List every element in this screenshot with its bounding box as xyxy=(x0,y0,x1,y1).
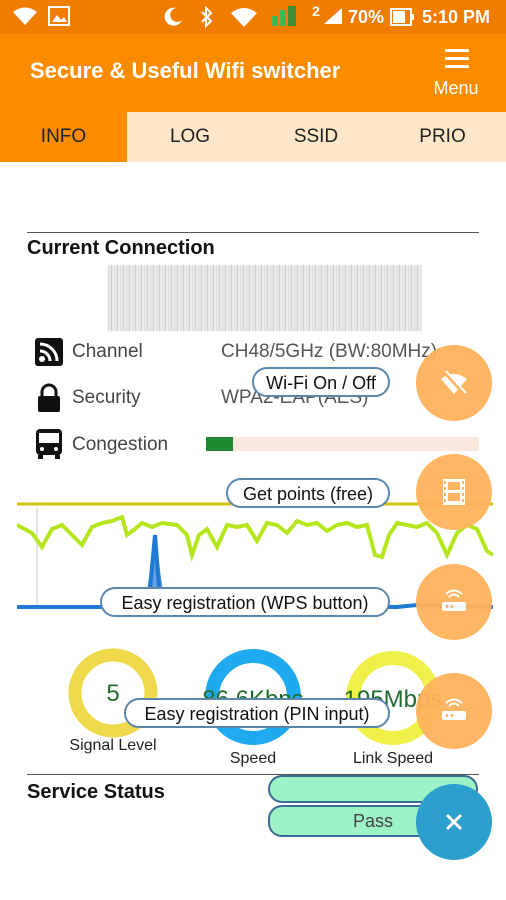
wifi-off-icon xyxy=(441,370,467,397)
battery-icon xyxy=(390,8,414,31)
menu-button[interactable]: Menu xyxy=(406,34,506,112)
security-label: Security xyxy=(72,387,141,408)
app-title: Secure & Useful Wifi switcher xyxy=(30,58,341,83)
signal-icon xyxy=(322,6,344,31)
signal-level-ring xyxy=(68,648,158,738)
signal-level-gauge xyxy=(68,648,158,738)
pin-registration-label[interactable]: Easy registration (PIN input) xyxy=(124,698,390,728)
close-icon xyxy=(445,813,463,831)
congestion-bar xyxy=(206,437,479,451)
service-status-title: Service Status xyxy=(27,781,165,803)
lock-icon xyxy=(34,383,64,413)
status-bar: 2 70% 5:10 PM xyxy=(0,0,506,34)
ssid-redacted xyxy=(108,265,422,331)
wifi-signal-icon xyxy=(230,6,258,33)
close-fab-button[interactable] xyxy=(416,784,492,860)
moon-icon xyxy=(164,6,184,31)
signal-level-value: 5 xyxy=(106,680,120,707)
tab-prio[interactable]: PRIO xyxy=(419,126,466,147)
hamburger-icon xyxy=(445,49,469,73)
network-badge: 2 xyxy=(312,3,320,19)
wps-registration-label[interactable]: Easy registration (WPS button) xyxy=(100,587,390,617)
battery-percent: 70% xyxy=(348,7,385,27)
congestion-bar-fill xyxy=(206,437,234,451)
app-bar: Secure & Useful Wifi switcher Menu xyxy=(0,34,506,112)
congestion-label: Congestion xyxy=(72,434,169,455)
clock: 5:10 PM xyxy=(422,7,491,27)
rss-icon xyxy=(34,337,64,367)
tab-info[interactable]: INFO xyxy=(0,112,127,162)
speed-ring xyxy=(205,649,301,745)
channel-value: CH48/5GHz (BW:80MHz) xyxy=(221,341,438,362)
tab-bar: INFO LOG SSID PRIO xyxy=(0,112,506,162)
image-icon xyxy=(48,6,70,31)
pin-registration-button[interactable] xyxy=(416,673,492,749)
get-points-button[interactable] xyxy=(416,454,492,530)
tab-log[interactable]: LOG xyxy=(169,126,211,147)
bus-icon xyxy=(34,428,64,459)
router-icon xyxy=(442,698,466,720)
signal-level-label: Signal Level xyxy=(69,737,157,754)
get-points-label[interactable]: Get points (free) xyxy=(226,478,390,508)
wifi-toggle-button[interactable] xyxy=(416,345,492,421)
wifi-icon xyxy=(12,6,38,31)
network-activity-icon xyxy=(268,2,304,35)
speed-gauge xyxy=(205,649,301,745)
link-speed-label: Link Speed xyxy=(352,750,434,767)
divider xyxy=(27,232,479,233)
wifi-toggle-label[interactable]: Wi-Fi On / Off xyxy=(252,367,390,397)
wps-registration-button[interactable] xyxy=(416,564,492,640)
film-icon xyxy=(443,479,465,505)
menu-label: Menu xyxy=(433,78,479,98)
divider xyxy=(27,774,479,775)
speed-label: Speed xyxy=(229,750,277,767)
router-icon xyxy=(442,589,466,611)
signal-line xyxy=(17,514,493,562)
bluetooth-icon xyxy=(199,5,215,33)
tab-ssid[interactable]: SSID xyxy=(293,126,339,147)
current-connection-title: Current Connection xyxy=(27,237,215,259)
channel-label: Channel xyxy=(72,341,143,362)
